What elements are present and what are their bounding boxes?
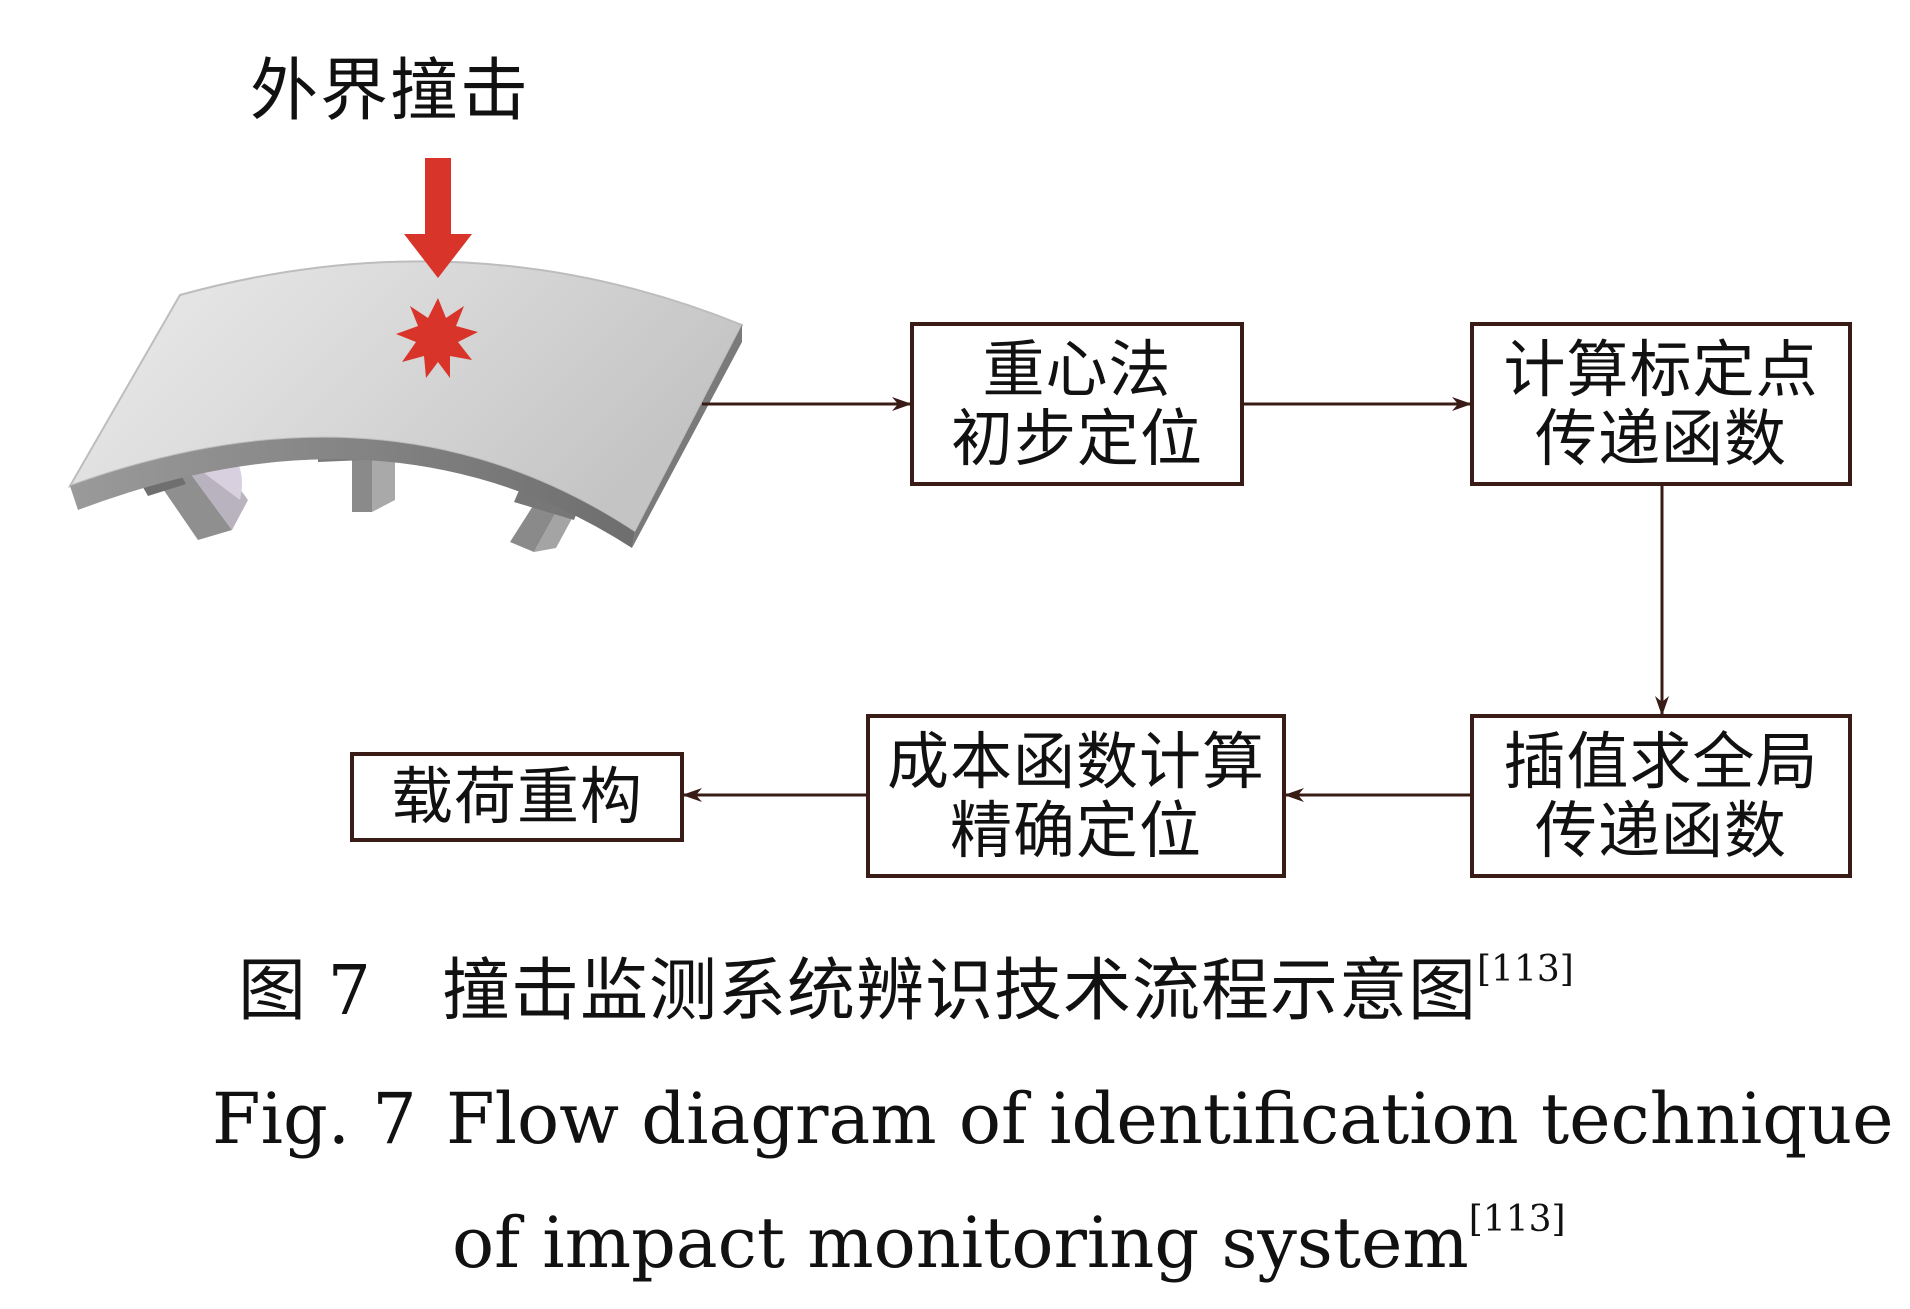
interpolation-transfer-box: 插值求全局 传递函数 bbox=[1470, 714, 1852, 878]
panel-edge bbox=[70, 437, 635, 548]
box-line: 插值求全局 bbox=[1503, 724, 1819, 798]
caption-en-text-line1: Flow diagram of identification technique bbox=[446, 1078, 1894, 1160]
caption-en-reference: [113] bbox=[1468, 1199, 1566, 1240]
caption-en-figure-number: Fig. 7 bbox=[212, 1078, 417, 1160]
caption-cn-text: 撞击监测系统辨识技术流程示意图 bbox=[442, 952, 1478, 1031]
box-line: 计算标定点 bbox=[1503, 332, 1819, 406]
impact-burst-icon bbox=[396, 298, 478, 378]
calibration-transfer-box: 计算标定点 传递函数 bbox=[1470, 322, 1852, 486]
box-line: 成本函数计算 bbox=[886, 724, 1265, 798]
box-line: 初步定位 bbox=[950, 402, 1203, 475]
panel-end-face bbox=[632, 325, 742, 548]
caption-en-text-line2: of impact monitoring system bbox=[452, 1202, 1469, 1284]
caption-cn-reference: [113] bbox=[1477, 949, 1574, 990]
box-line: 传递函数 bbox=[1534, 402, 1787, 475]
impact-arrow bbox=[404, 158, 472, 278]
box-line: 载荷重构 bbox=[390, 760, 643, 834]
load-reconstruction-box: 载荷重构 bbox=[350, 752, 684, 842]
caption-cn-title: 撞击监测系统辨识技术流程示意图[113] bbox=[442, 952, 1574, 1026]
caption-cn-figure-number: 图 7 bbox=[238, 952, 371, 1031]
box-line: 传递函数 bbox=[1534, 794, 1787, 867]
flow-connectors bbox=[682, 397, 1669, 802]
centroid-localization-box: 重心法 初步定位 bbox=[910, 322, 1244, 486]
box-line: 重心法 bbox=[982, 332, 1172, 406]
caption-en-title-line2: of impact monitoring system[113] bbox=[452, 1202, 1566, 1279]
curved-panel-illustration bbox=[67, 158, 744, 552]
cost-function-box: 成本函数计算 精确定位 bbox=[866, 714, 1286, 878]
impact-label: 外界撞击 bbox=[250, 52, 531, 131]
box-line: 精确定位 bbox=[949, 794, 1202, 867]
